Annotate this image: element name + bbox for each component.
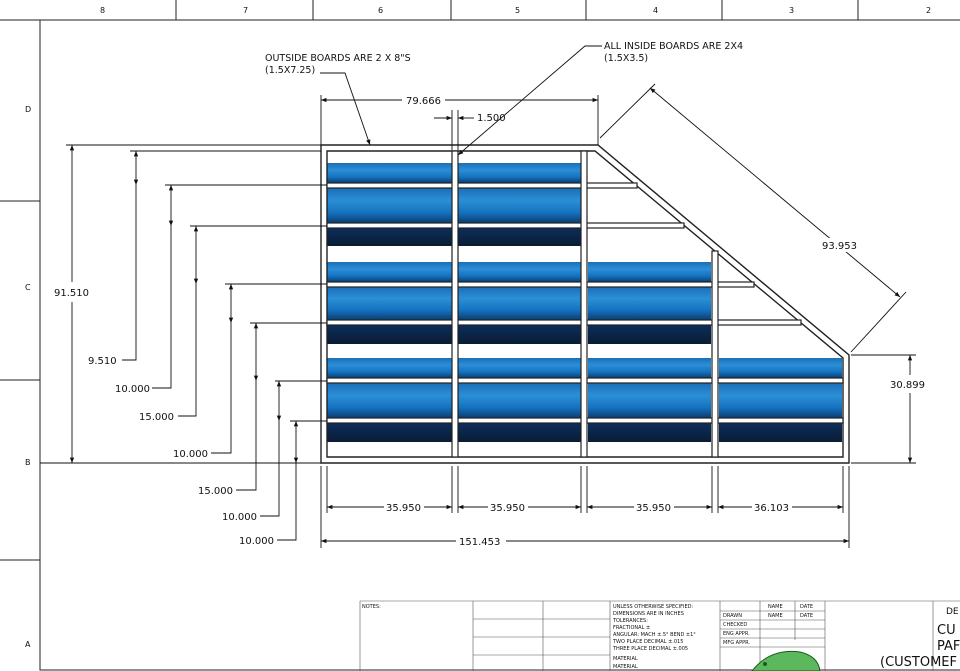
zone-labels: 8 7 6 5 4 3 2 D C B A <box>25 6 931 649</box>
note-outside-boards: OUTSIDE BOARDS ARE 2 X 8"S (1.5X7.25) <box>265 53 411 146</box>
spec-line: DIMENSIONS ARE IN INCHES <box>613 611 684 617</box>
dim-overall-width-label: 151.453 <box>459 537 500 548</box>
zone-label-top: 7 <box>243 6 248 15</box>
dim-overall-height: 91.510 <box>40 144 321 464</box>
dim-bay-label: 36.103 <box>754 503 789 514</box>
title-block-notes-label: NOTES: <box>362 604 381 610</box>
spec-line: THREE PLACE DECIMAL ±.005 <box>612 646 688 652</box>
spec-line: FRACTIONAL ± <box>613 625 650 631</box>
zone-label-top: 2 <box>926 6 931 15</box>
dim-left-stack-label: 10.000 <box>222 512 257 523</box>
dim-diagonal: 93.953 <box>599 83 907 353</box>
dim-left-stack-label: 15.000 <box>139 412 174 423</box>
dim-bay-label: 35.950 <box>490 503 525 514</box>
spec-line: TOLERANCES: <box>612 618 648 624</box>
panel-fill <box>327 163 842 442</box>
date-header: DATE <box>800 604 813 610</box>
role-label: MFG APPR. <box>723 640 750 646</box>
dim-overall-height-label: 91.510 <box>54 288 89 299</box>
dim-left-stack-label: 9.510 <box>88 356 117 367</box>
role-label: DRAWN <box>723 613 742 619</box>
dim-board-thickness-label: 1.500 <box>477 113 506 124</box>
zone-label-top: 6 <box>378 6 383 15</box>
dim-board-thickness: 1.500 <box>434 110 506 150</box>
dim-left-stack-label: 10.000 <box>173 449 208 460</box>
dim-bay-label: 35.950 <box>386 503 421 514</box>
dim-bay-label: 35.950 <box>636 503 671 514</box>
title-block: NOTES: UNLESS OTHERWISE SPECIFIED: DIMEN… <box>359 600 960 671</box>
spec-line: UNLESS OTHERWISE SPECIFIED: <box>613 604 693 610</box>
dim-top-width: 79.666 <box>320 95 599 145</box>
zone-label-top: 8 <box>100 6 105 15</box>
dim-left-stack-label: 10.000 <box>239 536 274 547</box>
dim-bays: 35.950 35.950 35.950 36.103 151.453 <box>320 466 850 548</box>
zone-label-left: A <box>25 640 31 649</box>
note-outside-line1: OUTSIDE BOARDS ARE 2 X 8"S <box>265 53 411 64</box>
outer-frame <box>320 144 850 464</box>
zone-label-top: 5 <box>515 6 520 15</box>
dim-left-stack-label: 10.000 <box>115 384 150 395</box>
note-outside-line2: (1.5X7.25) <box>265 65 315 76</box>
dim-left-stack-label: 15.000 <box>198 486 233 497</box>
drawing-title-partial: CU <box>937 623 956 638</box>
drawing-title-partial: DE <box>946 607 959 617</box>
date-header: DATE <box>800 613 813 619</box>
zone-label-left: B <box>25 458 31 467</box>
drawing-title-partial: PAF <box>937 639 960 654</box>
spec-line: MATERIAL <box>613 656 638 662</box>
name-header: NAME <box>768 613 783 619</box>
spec-line: ANGULAR: MACH ±.5° BEND ±1° <box>613 632 696 638</box>
note-inside-line1: ALL INSIDE BOARDS ARE 2X4 <box>604 41 743 52</box>
note-inside-boards: ALL INSIDE BOARDS ARE 2X4 (1.5X3.5) <box>457 41 743 156</box>
dim-top-width-label: 79.666 <box>406 96 441 107</box>
name-header: NAME <box>768 604 783 610</box>
role-label: ENG APPR. <box>723 631 750 637</box>
zone-label-left: C <box>25 283 31 292</box>
dim-diagonal-label: 93.953 <box>822 241 857 252</box>
zone-label-left: D <box>25 105 31 114</box>
company-logo <box>751 650 821 671</box>
role-label: CHECKED <box>723 622 747 628</box>
spec-line: MATERIAL <box>613 664 638 670</box>
zone-label-top: 4 <box>653 6 658 15</box>
dim-right-height-label: 30.899 <box>890 380 925 391</box>
spec-line: TWO PLACE DECIMAL ±.015 <box>612 639 683 645</box>
zone-label-top: 3 <box>789 6 794 15</box>
dim-right-height: 30.899 <box>851 354 925 464</box>
dim-left-stack: 9.510 10.000 15.000 10.000 15.000 10.000… <box>88 150 327 547</box>
note-inside-line2: (1.5X3.5) <box>604 53 648 64</box>
drawing-title-partial: (CUSTOMEF <box>880 655 957 670</box>
